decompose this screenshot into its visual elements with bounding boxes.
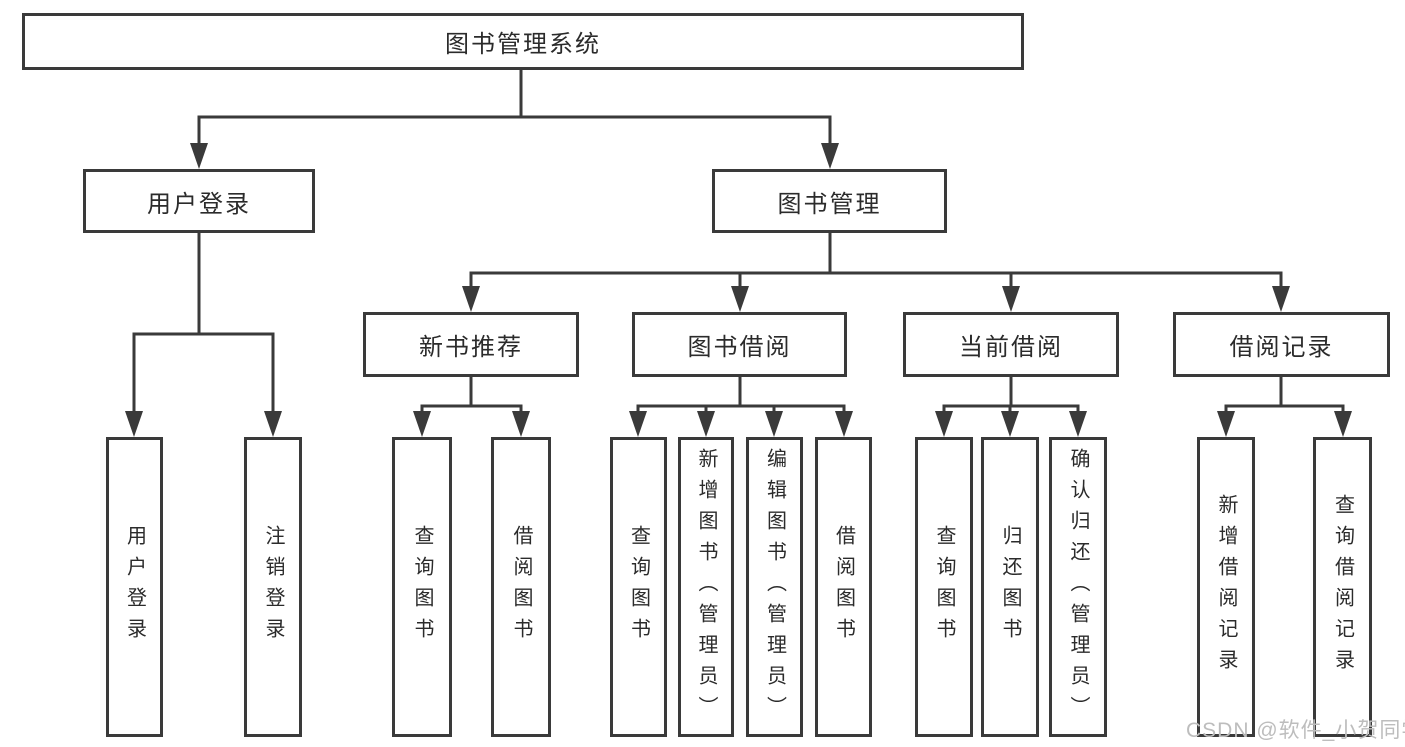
leaf-borrow-books-recommend: 借阅图书	[491, 437, 551, 737]
arrowhead-new-book-recommend	[462, 286, 480, 312]
node-current-borrow: 当前借阅	[903, 312, 1119, 377]
arrowhead-borrow-records	[1272, 286, 1290, 312]
leaf-query-books-current-label: 查询图书	[933, 525, 955, 649]
leaf-query-books-recommend: 查询图书	[392, 437, 452, 737]
leaf-add-book-admin-label: 新增图书（管理员）	[695, 447, 717, 727]
leaf-query-books-borrow-label: 查询图书	[627, 525, 650, 649]
leaf-add-book-admin: 新增图书（管理员）	[678, 437, 734, 737]
arrowhead-nb-leaf-2	[512, 411, 530, 437]
arrowhead-br-leaf-2	[1334, 411, 1352, 437]
node-new-book-recommend: 新书推荐	[363, 312, 579, 377]
leaf-return-book-label: 归还图书	[999, 525, 1021, 649]
arrowhead-leaf-logout	[264, 411, 282, 437]
leaf-query-books-borrow: 查询图书	[610, 437, 667, 737]
leaf-edit-book-admin-label: 编辑图书（管理员）	[763, 447, 786, 727]
node-book-management-label: 图书管理	[777, 190, 882, 218]
arrowhead-br-leaf-1	[1217, 411, 1235, 437]
node-book-borrow-label: 图书借阅	[687, 334, 792, 361]
leaf-user-login-label: 用户登录	[123, 525, 146, 649]
arrowhead-nb-leaf-1	[413, 411, 431, 437]
node-root-system: 图书管理系统	[22, 13, 1024, 70]
arrowhead-user-login	[190, 143, 208, 169]
node-book-borrow: 图书借阅	[632, 312, 847, 377]
leaf-user-login: 用户登录	[106, 437, 163, 737]
node-borrow-records-label: 借阅记录	[1229, 334, 1334, 361]
leaf-query-books-current: 查询图书	[915, 437, 973, 737]
leaf-add-borrow-record: 新增借阅记录	[1197, 437, 1255, 737]
arrowhead-bb-leaf-4	[835, 411, 853, 437]
arrowhead-book-borrow	[731, 286, 749, 312]
leaf-borrow-books: 借阅图书	[815, 437, 872, 737]
node-book-management: 图书管理	[712, 169, 947, 233]
leaf-borrow-books-recommend-label: 借阅图书	[510, 525, 532, 649]
arrowhead-bb-leaf-1	[629, 411, 647, 437]
arrowhead-cb-leaf-1	[935, 411, 953, 437]
arrowhead-cb-leaf-3	[1069, 411, 1087, 437]
arrowhead-book-management	[821, 143, 839, 169]
csdn-watermark: CSDN @软件_小贺同学	[1186, 719, 1405, 742]
leaf-query-borrow-record-label: 查询借阅记录	[1331, 494, 1354, 680]
node-new-book-recommend-label: 新书推荐	[419, 334, 523, 361]
arrowhead-leaf-user-login	[125, 411, 143, 437]
leaf-confirm-return-admin: 确认归还（管理员）	[1049, 437, 1107, 737]
leaf-borrow-books-label: 借阅图书	[832, 525, 855, 649]
leaf-add-borrow-record-label: 新增借阅记录	[1215, 494, 1237, 680]
arrowhead-bb-leaf-3	[765, 411, 783, 437]
arrowhead-current-borrow	[1002, 286, 1020, 312]
leaf-edit-book-admin: 编辑图书（管理员）	[746, 437, 803, 737]
leaf-confirm-return-admin-label: 确认归还（管理员）	[1067, 447, 1089, 727]
node-user-login: 用户登录	[83, 169, 315, 233]
node-current-borrow-label: 当前借阅	[959, 334, 1063, 361]
leaf-return-book: 归还图书	[981, 437, 1039, 737]
arrowhead-cb-leaf-2	[1001, 411, 1019, 437]
node-user-login-label: 用户登录	[147, 190, 251, 218]
leaf-logout: 注销登录	[244, 437, 302, 737]
node-root-system-label: 图书管理系统	[445, 31, 601, 58]
node-borrow-records: 借阅记录	[1173, 312, 1390, 377]
leaf-query-borrow-record: 查询借阅记录	[1313, 437, 1372, 737]
arrowheads	[125, 143, 1352, 437]
arrowhead-bb-leaf-2	[697, 411, 715, 437]
leaf-logout-label: 注销登录	[262, 525, 284, 649]
leaf-query-books-recommend-label: 查询图书	[411, 525, 433, 649]
